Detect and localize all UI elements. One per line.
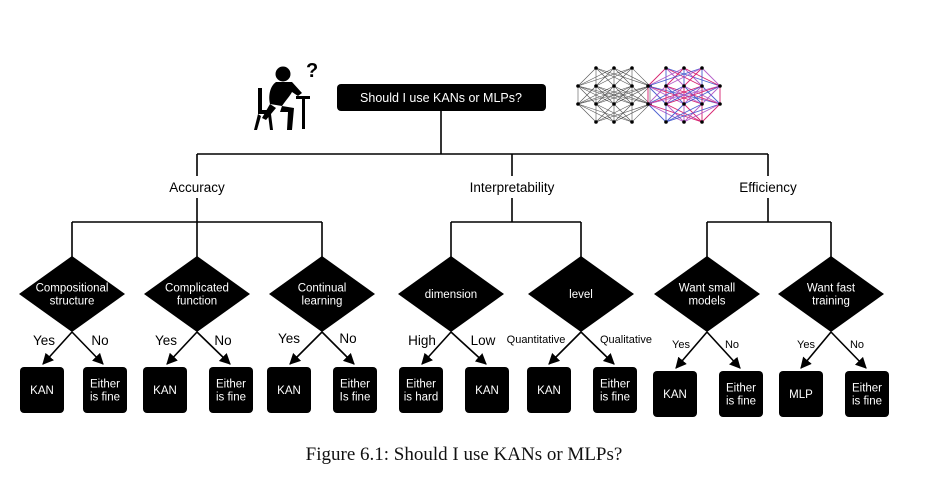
figure-caption: Figure 6.1: Should I use KANs or MLPs? bbox=[305, 444, 623, 465]
leaf-node-left: KAN bbox=[653, 371, 697, 417]
leaf-node-right: KAN bbox=[465, 367, 509, 413]
root-question-label: Should I use KANs or MLPs? bbox=[360, 91, 522, 105]
decision-arrows bbox=[42, 331, 867, 369]
edge-label-right: No bbox=[214, 333, 231, 348]
leaf-label: Either bbox=[852, 382, 882, 394]
decision-label: Compositional bbox=[36, 282, 109, 294]
leaf-label: KAN bbox=[153, 385, 177, 397]
category-interpretability: Interpretability bbox=[470, 180, 555, 195]
decision-diamond bbox=[528, 256, 634, 332]
leaf-label: is fine bbox=[852, 396, 882, 408]
tree-connectors bbox=[71, 110, 832, 257]
leaf-node-left: KAN bbox=[267, 367, 311, 413]
leaf-node-right: Either is fine bbox=[209, 367, 253, 413]
leaf-label: Either bbox=[406, 378, 436, 390]
leaf-label: KAN bbox=[537, 385, 561, 397]
edge-label-left: Yes bbox=[672, 339, 690, 351]
mlp-network-icon bbox=[576, 66, 652, 124]
leaf-label: Either bbox=[340, 378, 370, 390]
leaf-label: KAN bbox=[277, 385, 301, 397]
decision-diamond bbox=[654, 256, 760, 332]
decision-diamond bbox=[778, 256, 884, 332]
category-labels: Accuracy Interpretability Efficiency bbox=[155, 177, 806, 197]
decision-label: models bbox=[688, 296, 725, 308]
leaf-label: Either bbox=[216, 378, 246, 390]
leaf-node-right: Either is fine bbox=[83, 367, 127, 413]
leaf-label: is fine bbox=[726, 396, 756, 408]
leaf-label: is fine bbox=[600, 392, 630, 404]
leaf-label: Either bbox=[726, 382, 756, 394]
leaf-node-right: Either Is fine bbox=[333, 367, 377, 413]
decision-label: Want fast bbox=[807, 282, 856, 294]
leaf-label: KAN bbox=[663, 389, 687, 401]
edge-label-right: Qualitative bbox=[600, 334, 652, 346]
leaf-label: Is fine bbox=[340, 392, 371, 404]
leaf-label: KAN bbox=[30, 385, 54, 397]
decision-label: Want small bbox=[679, 282, 735, 294]
decision-label: learning bbox=[302, 296, 343, 308]
decision-label: training bbox=[812, 296, 850, 308]
decision-diamond bbox=[269, 256, 375, 332]
leaf-label: is hard bbox=[404, 392, 439, 404]
leaf-node-right: Either is fine bbox=[845, 371, 889, 417]
leaf-label: Either bbox=[600, 378, 630, 390]
leaf-node-left: Either is hard bbox=[399, 367, 443, 413]
leaf-node-right: Either is fine bbox=[719, 371, 763, 417]
edge-label-right: No bbox=[91, 333, 108, 348]
person-thinking-icon bbox=[254, 66, 310, 130]
edge-label-left: Yes bbox=[278, 331, 300, 346]
leaf-node-left: KAN bbox=[527, 367, 571, 413]
edge-label-right: No bbox=[725, 339, 739, 351]
category-accuracy: Accuracy bbox=[169, 180, 225, 195]
leaf-node-left: KAN bbox=[20, 367, 64, 413]
leaf-label: Either bbox=[90, 378, 120, 390]
decision-label: function bbox=[177, 296, 217, 308]
decision-tree-svg: Should I use KANs or MLPs? Accuracy Inte… bbox=[19, 60, 889, 417]
edge-label-right: No bbox=[850, 339, 864, 351]
edge-label-left: Yes bbox=[155, 333, 177, 348]
leaf-label: KAN bbox=[475, 385, 499, 397]
decision-diamond bbox=[398, 256, 504, 332]
leaf-node-left: MLP bbox=[779, 371, 823, 417]
decision-label: structure bbox=[50, 296, 95, 308]
edge-label-right: No bbox=[339, 331, 356, 346]
edge-label-left: Yes bbox=[33, 333, 55, 348]
edge-label-left: Quantitative bbox=[507, 334, 566, 346]
edge-label-right: Low bbox=[471, 333, 496, 348]
leaf-node-left: KAN bbox=[143, 367, 187, 413]
leaf-label: is fine bbox=[216, 392, 246, 404]
leaf-label: is fine bbox=[90, 392, 120, 404]
decision-label: level bbox=[569, 289, 593, 301]
decision-label: dimension bbox=[425, 289, 477, 301]
decision-diamond bbox=[144, 256, 250, 332]
decision-diamond bbox=[19, 256, 125, 332]
decision-label: Complicated bbox=[165, 282, 229, 294]
kan-network-icon bbox=[646, 66, 722, 124]
question-mark-glyph: ? bbox=[306, 60, 318, 82]
leaf-node-right: Either is fine bbox=[593, 367, 637, 413]
leaf-label: MLP bbox=[789, 389, 813, 401]
category-efficiency: Efficiency bbox=[739, 180, 797, 195]
decision-label: Continual bbox=[298, 282, 347, 294]
root-question-node: Should I use KANs or MLPs? bbox=[337, 84, 546, 111]
edge-label-left: Yes bbox=[797, 339, 815, 351]
edge-label-left: High bbox=[408, 333, 436, 348]
